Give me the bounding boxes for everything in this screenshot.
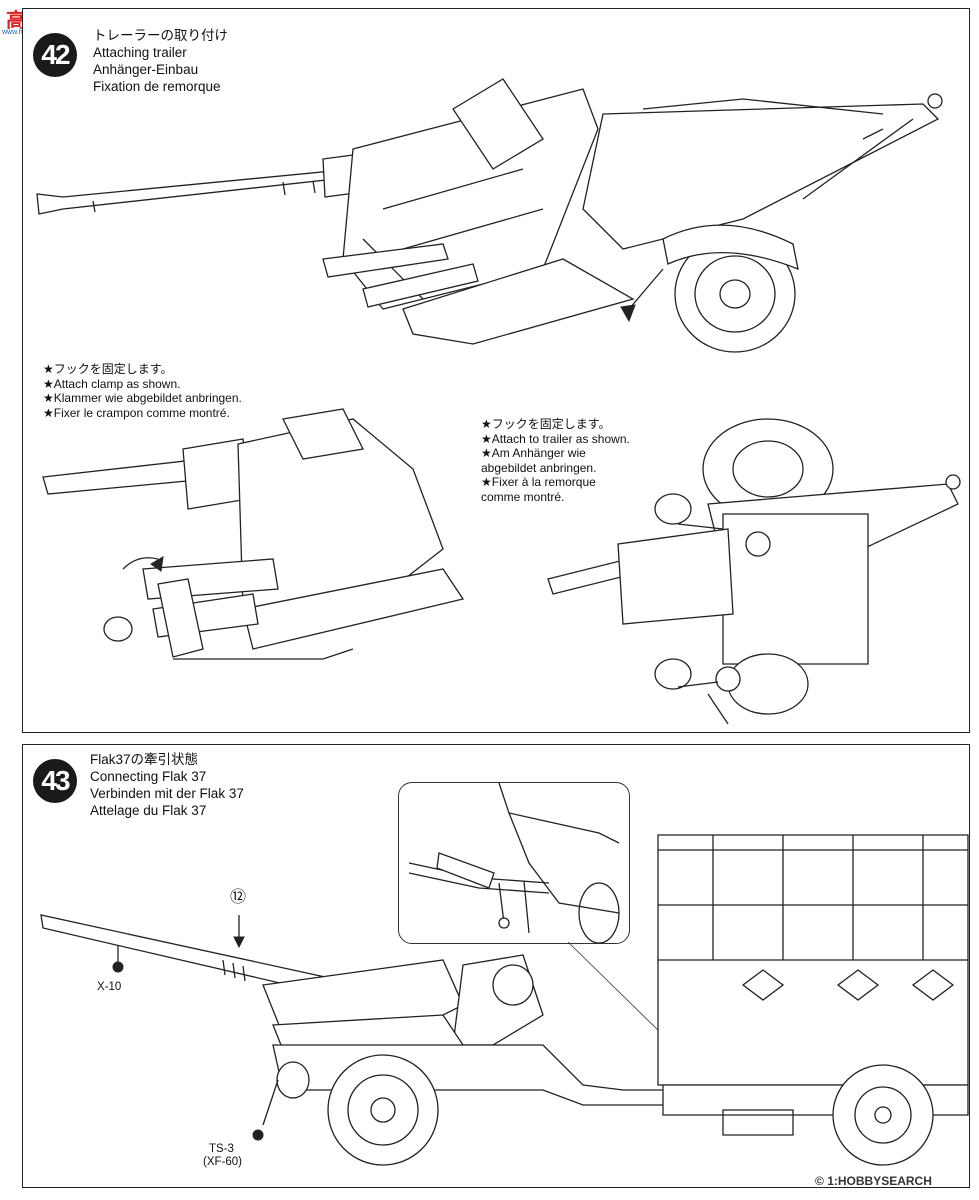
note-trailer: ★フックを固定します。 ★Attach to trailer as shown.… <box>481 417 630 504</box>
note-line: ★フックを固定します。 <box>481 417 611 431</box>
note-line: ★Attach to trailer as shown. <box>481 431 630 446</box>
note-clamp: ★フックを固定します。 ★Attach clamp as shown. ★Kla… <box>43 362 242 420</box>
clamp-detail-illustration <box>42 408 465 660</box>
step-42-panel: 42 トレーラーの取り付け Attaching trailer Anhänger… <box>22 8 970 733</box>
note-line: ★Fixer à la remorque <box>481 475 596 489</box>
note-line: ★Klammer wie abgebildet anbringen. <box>43 391 242 405</box>
title-jp: Flak37の牽引状態 <box>90 752 199 767</box>
title-fr: Fixation de remorque <box>93 79 221 94</box>
step-43-titles: Flak37の牽引状態 Connecting Flak 37 Verbinden… <box>90 751 244 819</box>
hitch-detail-inset <box>398 782 630 944</box>
title-fr: Attelage du Flak 37 <box>90 803 207 818</box>
note-line: ★Fixer le crampon comme montré. <box>43 405 230 420</box>
paint-ts3-sub-label: (XF-60) <box>203 1156 242 1168</box>
copyright-mark: © <box>815 1174 824 1188</box>
note-line: ★Am Anhänger wie <box>481 446 586 460</box>
note-line: comme montré. <box>481 489 565 504</box>
title-de: Anhänger-Einbau <box>93 62 199 77</box>
watermark-bottom: © 1:HOBBYSEARCH <box>815 1174 932 1188</box>
trailer-detail-illustration <box>547 418 961 725</box>
step-43-panel: 43 Flak37の牽引状態 Connecting Flak 37 Verbin… <box>22 744 970 1188</box>
title-en: Connecting Flak 37 <box>90 769 207 784</box>
note-line: ★Attach clamp as shown. <box>43 376 181 391</box>
gun-trailer-illustration <box>36 78 943 353</box>
paint-ts3-label: TS-3 <box>209 1143 234 1155</box>
step-number-badge: 43 <box>33 759 77 803</box>
step-number-badge: 42 <box>33 33 77 77</box>
watermark-glyph: 高 <box>6 10 26 32</box>
hitch-detail-drawing <box>408 782 620 944</box>
part-ref-12: ⑫ <box>230 889 247 906</box>
hobbysearch-text: 1:HOBBYSEARCH <box>827 1174 932 1188</box>
paint-x10-label: X-10 <box>97 981 122 993</box>
note-line: ★フックを固定します。 <box>43 362 173 376</box>
title-jp: トレーラーの取り付け <box>93 28 228 43</box>
title-de: Verbinden mit der Flak 37 <box>90 786 244 801</box>
step-42-titles: トレーラーの取り付け Attaching trailer Anhänger-Ei… <box>93 27 228 95</box>
note-line: abgebildet anbringen. <box>481 460 597 475</box>
title-en: Attaching trailer <box>93 45 187 60</box>
flak-towing-illustration <box>40 834 969 1166</box>
